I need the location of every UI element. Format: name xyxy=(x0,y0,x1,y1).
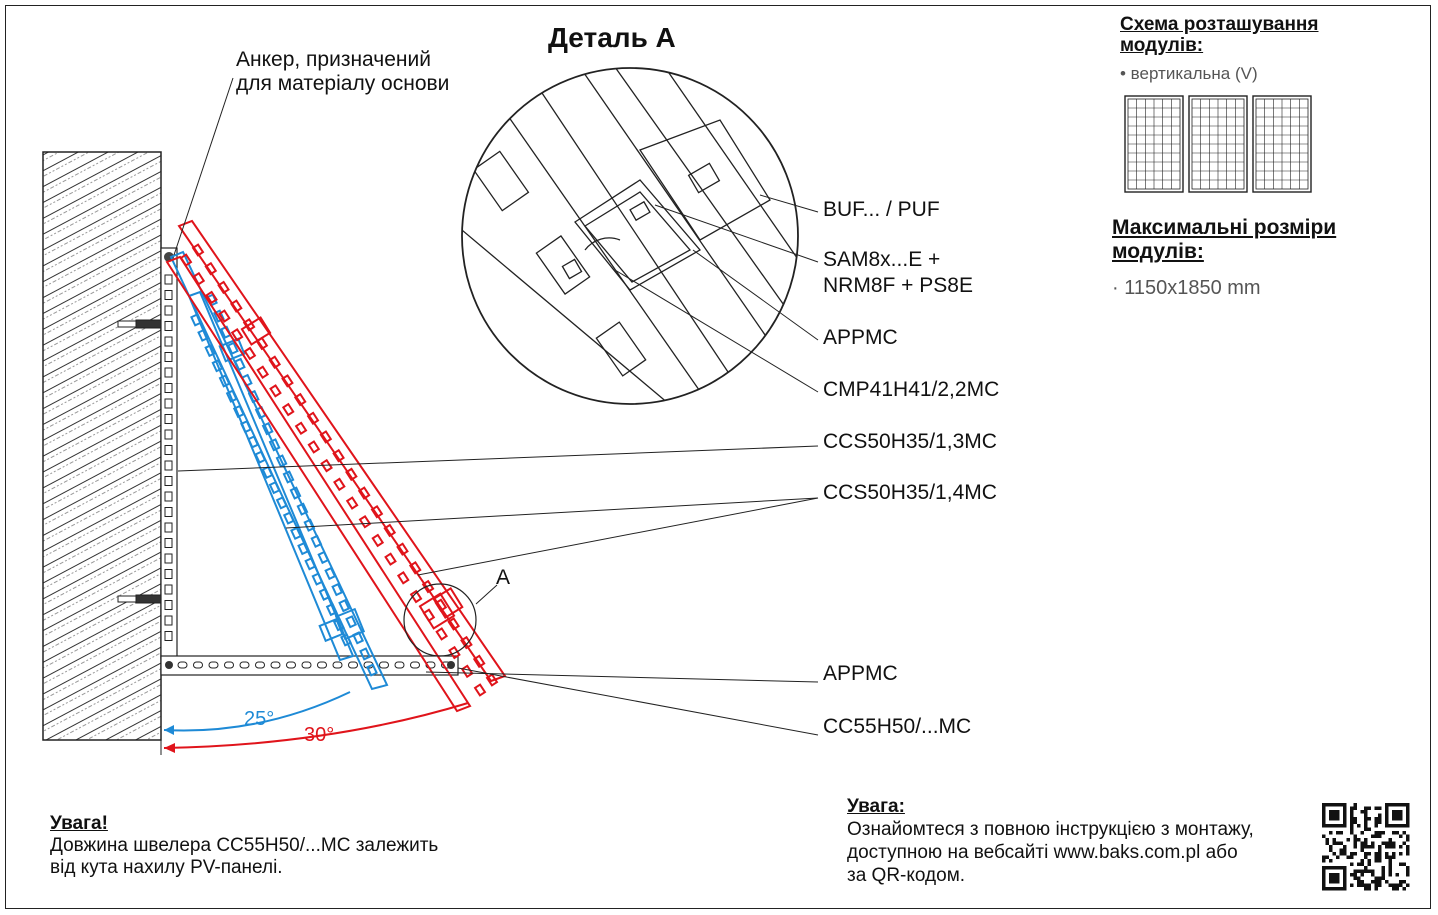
part-label-appmc-2: APPMC xyxy=(823,662,898,685)
layout-heading-1: Схема розташування xyxy=(1120,14,1319,35)
layout-heading-2: модулів: xyxy=(1120,35,1204,56)
solar-panel-icon xyxy=(1124,95,1312,193)
red-rail-30deg xyxy=(165,219,507,713)
part-label-cmp41: CMP41H41/2,2MC xyxy=(823,378,1000,401)
size-value: · 1150x1850 mm xyxy=(1112,277,1261,299)
part-label-sam8: SAM8x...E + xyxy=(823,248,941,271)
anchor-label-line2: для матеріалу основи xyxy=(236,72,450,95)
horizontal-channel xyxy=(160,655,459,676)
qr-code-icon xyxy=(1322,803,1410,891)
part-label-nrm8f: NRM8F + PS8E xyxy=(823,274,973,297)
part-label-ccs13: CCS50H35/1,3MC xyxy=(823,430,997,453)
size-heading-2: модулів: xyxy=(1112,240,1204,263)
angle-30: 30° xyxy=(304,724,335,746)
note-right-line2: доступною на вебсайті www.baks.com.pl аб… xyxy=(847,842,1238,863)
note-left-heading: Увага! xyxy=(50,813,108,834)
layout-value: • вертикальна (V) xyxy=(1120,64,1258,83)
leader-lines xyxy=(173,77,819,736)
drawing-frame xyxy=(5,5,1431,909)
wall xyxy=(42,151,162,741)
detail-marker-circle xyxy=(403,583,477,657)
part-label-ccs14: CCS50H35/1,4MC xyxy=(823,481,997,504)
blue-rail-25deg xyxy=(169,250,389,691)
size-heading-1: Максимальні розміри xyxy=(1112,216,1337,239)
angle-25: 25° xyxy=(244,708,275,730)
anchor-bolt xyxy=(117,319,162,604)
vertical-channel xyxy=(160,247,178,659)
angle-arc-25 xyxy=(163,691,351,732)
note-left-line2: від кута нахилу PV-панелі. xyxy=(50,857,283,878)
anchor-label-line1: Анкер, призначений xyxy=(236,48,431,71)
angle-arc-30 xyxy=(163,702,469,749)
detail-title: Деталь А xyxy=(548,22,676,53)
note-right-heading: Увага: xyxy=(847,796,905,817)
part-label-buf: BUF... / PUF xyxy=(823,198,940,221)
detail-marker: A xyxy=(496,566,511,589)
part-label-cc55: CC55H50/...MC xyxy=(823,715,972,738)
part-label-appmc-1: APPMC xyxy=(823,326,898,349)
note-left-line1: Довжина швелера CC55H50/...MC залежить xyxy=(50,835,439,856)
detail-a-view xyxy=(461,67,799,405)
note-right-line3: за QR-кодом. xyxy=(847,865,966,886)
note-right-line1: Ознайомтеся з повною інструкцією з монта… xyxy=(847,819,1254,840)
